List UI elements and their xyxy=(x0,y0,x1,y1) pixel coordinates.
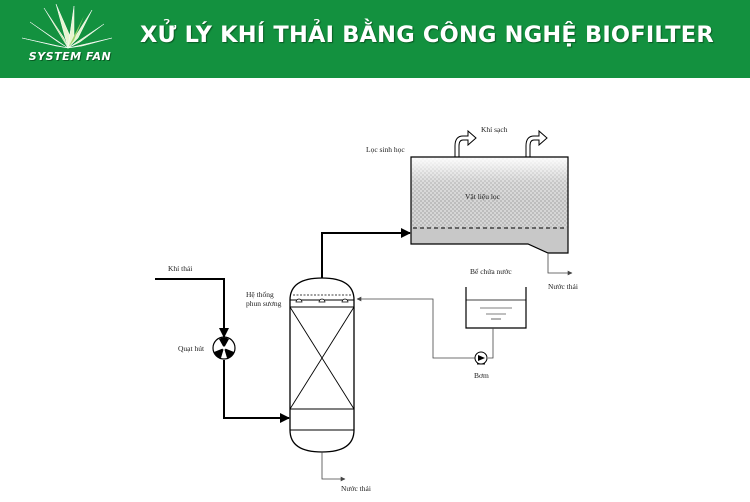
gas-to-biofilter-line xyxy=(321,228,411,278)
diagram-drawing xyxy=(155,129,573,482)
scrubber-drain-line xyxy=(321,452,346,482)
label-wastewater-bottom: Nước thải xyxy=(341,484,371,493)
label-exhaust-gas: Khí thải xyxy=(168,264,193,273)
scrubber-tower xyxy=(289,277,355,453)
header-banner: SYSTEM FAN XỬ LÝ KHÍ THẢI BẰNG CÔNG NGHỆ… xyxy=(0,0,750,78)
label-pump: Bơm xyxy=(474,371,489,380)
biofilter-bed xyxy=(410,156,569,254)
label-suction-fan: Quạt hút xyxy=(178,344,205,353)
pump-icon xyxy=(474,351,488,365)
label-filter-media: Vật liệu lọc xyxy=(465,192,500,201)
clean-gas-arrow-left-icon xyxy=(454,129,477,157)
brand-name: SYSTEM FAN xyxy=(28,50,112,63)
biofilter-drain-line xyxy=(547,253,573,276)
water-tank xyxy=(465,287,527,329)
recirculation-line xyxy=(356,296,494,359)
label-spray-system-line1: Hệ thống xyxy=(246,290,274,299)
fan-icon xyxy=(212,336,236,360)
label-water-tank: Bể chứa nước xyxy=(470,267,512,276)
label-wastewater-right: Nước thải xyxy=(548,282,578,291)
inlet-gas-line xyxy=(155,278,290,423)
clean-gas-arrow-right-icon xyxy=(525,129,548,157)
biofilter-process-diagram: Khí thải Quạt hút Hệ thống phun sương Nư… xyxy=(0,78,750,502)
label-clean-gas: Khí sạch xyxy=(481,125,508,134)
brand-logo: SYSTEM FAN xyxy=(4,3,132,72)
label-spray-system-line2: phun sương xyxy=(246,299,282,308)
starburst-logo-icon xyxy=(21,3,113,49)
label-biofilter: Lọc sinh học xyxy=(366,145,405,154)
page-title: XỬ LÝ KHÍ THẢI BẰNG CÔNG NGHỆ BIOFILTER xyxy=(140,22,714,48)
